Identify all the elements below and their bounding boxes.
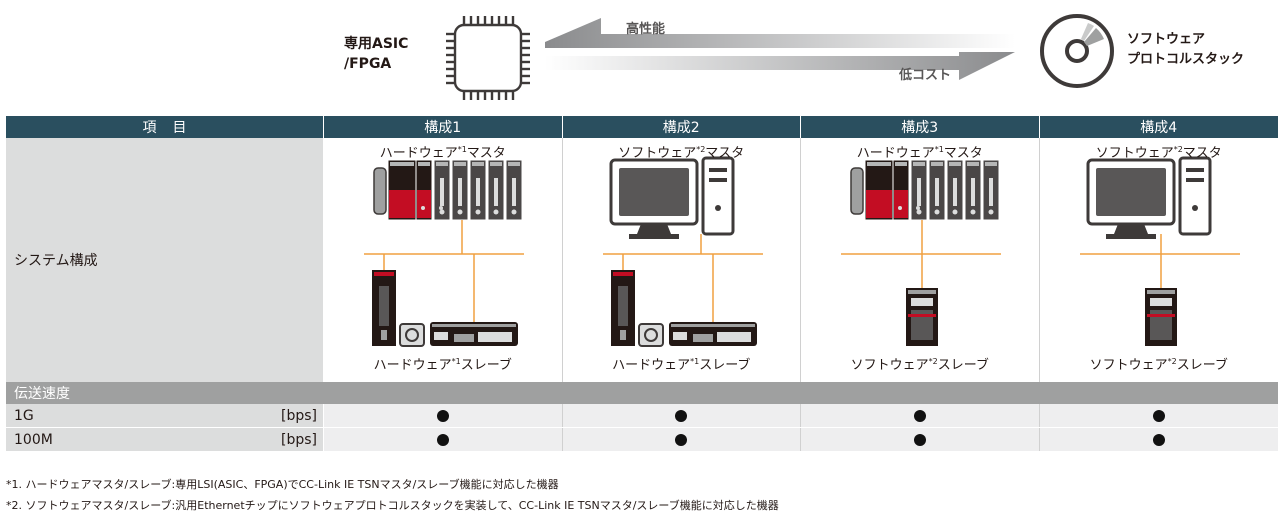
disc-icon (1040, 14, 1114, 88)
speed-label-cell: 1G [bps] (6, 404, 324, 427)
slave-label: ハードウェア*1スレーブ (563, 354, 801, 373)
speed-value: 1G (14, 407, 34, 424)
speed-row-100m: 100M [bps] (6, 428, 1278, 452)
footnote-1: *1. ハードウェアマスタ/スレーブ:専用LSI(ASIC、FPGA)でCC-L… (6, 478, 559, 491)
supported-dot (675, 433, 688, 446)
master-type: ハードウェア (379, 146, 458, 161)
speed-header-row: 伝送速度 (6, 382, 1278, 404)
header-config-3: 構成3 (801, 116, 1040, 138)
slave-suffix: スレーブ (937, 358, 989, 373)
slave-label: ソフトウェア*2スレーブ (1040, 354, 1279, 373)
speed-unit: [bps] (281, 431, 317, 448)
master-type: ソフトウェア (1095, 146, 1174, 161)
slave-note: *1 (690, 357, 700, 366)
system-config-label: システム構成 (6, 138, 324, 382)
supported-dot (913, 409, 926, 422)
header-config-1: 構成1 (324, 116, 563, 138)
table-header-row: 項目 構成1 構成2 構成3 構成4 (6, 116, 1278, 138)
plc-icon (850, 159, 1000, 221)
slave-note: *1 (451, 357, 461, 366)
master-label: ハードウェア*1マスタ (801, 142, 1039, 161)
master-note: *1 (934, 145, 944, 154)
network-diagram (602, 156, 763, 347)
footnotes: *1. ハードウェアマスタ/スレーブ:専用LSI(ASIC、FPGA)でCC-L… (6, 474, 1276, 516)
system-config-2: ソフトウェア*2マスタハードウェア*1スレーブ (562, 138, 801, 382)
master-label: ハードウェア*1マスタ (324, 142, 562, 161)
master-type: ソフトウェア (618, 146, 697, 161)
header-config-2: 構成2 (563, 116, 801, 138)
network-diagram (841, 159, 1001, 346)
master-suffix: マスタ (943, 146, 983, 161)
network-diagram (364, 159, 524, 347)
chip-icon (446, 16, 530, 100)
pc-icon (1086, 156, 1211, 239)
low-cost-arrow (545, 52, 1015, 80)
speed-label-cell: 100M [bps] (6, 428, 324, 451)
supported-dot (436, 433, 449, 446)
network-diagram (1079, 156, 1240, 346)
slave-suffix: スレーブ (1176, 358, 1228, 373)
slave-type: ソフトウェア (850, 358, 929, 373)
master-suffix: マスタ (705, 146, 745, 161)
supported-dot (913, 433, 926, 446)
master-note: *1 (457, 145, 467, 154)
master-type: ハードウェア (856, 146, 935, 161)
slave-note: *2 (928, 357, 938, 366)
low-cost-text: 低コスト (899, 68, 952, 83)
high-performance-text: 高性能 (626, 22, 666, 37)
plc-icon (373, 159, 523, 221)
system-config-row: システム構成 ハードウェア*1マスタハードウェア*1スレーブ ソフトウェア*2マ… (6, 138, 1278, 382)
master-note: *2 (1173, 145, 1183, 154)
pc-icon (609, 156, 734, 239)
asic-fpga-label: 専用ASIC /FPGA (344, 36, 409, 72)
hardware-slave-icons (610, 270, 757, 347)
comparison-banner: 専用ASIC /FPGA (0, 0, 1280, 112)
speed-value: 100M (14, 431, 53, 448)
header-config-4: 構成4 (1140, 120, 1178, 136)
footnote-2: *2. ソフトウェアマスタ/スレーブ:汎用Ethernetチップにソフトウェアプ… (6, 499, 779, 512)
hardware-slave-icons (372, 270, 518, 347)
slave-type: ハードウェア (373, 358, 452, 373)
slave-suffix: スレーブ (460, 358, 512, 373)
slave-type: ハードウェア (612, 358, 691, 373)
supported-dot (436, 409, 449, 422)
slave-label: ハードウェア*1スレーブ (324, 354, 562, 373)
system-config-3: ハードウェア*1マスタソフトウェア*2スレーブ (801, 138, 1040, 382)
speed-header-label: 伝送速度 (14, 386, 70, 402)
speed-unit: [bps] (281, 407, 317, 424)
configuration-table: 項目 構成1 構成2 構成3 構成4 システム構成 ハードウェア*1マスタハード… (6, 116, 1278, 452)
system-config-4: ソフトウェア*2マスタソフトウェア*2スレーブ (1039, 138, 1279, 382)
slave-type: ソフトウェア (1089, 358, 1168, 373)
master-suffix: マスタ (466, 146, 506, 161)
supported-dot (1152, 409, 1165, 422)
master-label: ソフトウェア*2マスタ (1040, 142, 1279, 161)
slave-suffix: スレーブ (699, 358, 751, 373)
high-performance-arrow (545, 18, 1015, 48)
system-config-1: ハードウェア*1マスタハードウェア*1スレーブ (324, 138, 563, 382)
software-slave-icon (906, 288, 938, 346)
tradeoff-arrows (545, 18, 1015, 80)
master-label: ソフトウェア*2マスタ (563, 142, 801, 161)
slave-label: ソフトウェア*2スレーブ (801, 354, 1039, 373)
speed-row-1g: 1G [bps] (6, 404, 1278, 428)
header-item: 項目 (6, 116, 324, 138)
slave-note: *2 (1167, 357, 1177, 366)
software-stack-label: ソフトウェア プロトコルスタック (1127, 32, 1245, 67)
master-suffix: マスタ (1182, 146, 1222, 161)
supported-dot (1152, 433, 1165, 446)
supported-dot (675, 409, 688, 422)
software-slave-icon (1144, 288, 1177, 346)
master-note: *2 (696, 145, 706, 154)
